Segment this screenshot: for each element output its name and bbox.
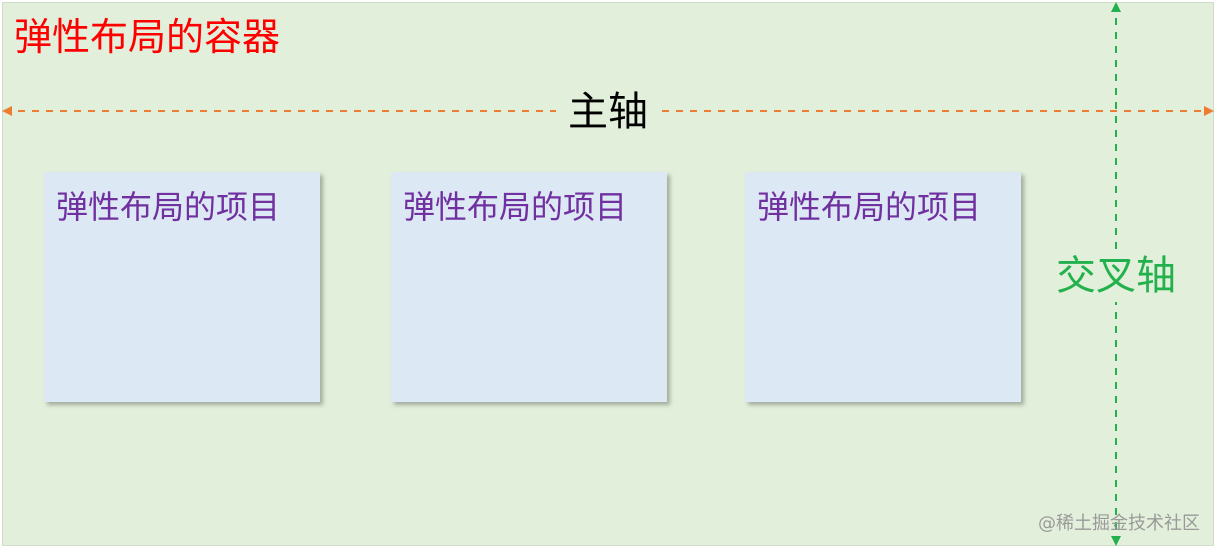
container-title: 弹性布局的容器 [14, 15, 281, 59]
cross-axis-label: 交叉轴 [1046, 250, 1186, 302]
watermark: @稀土掘金技术社区 [1038, 513, 1200, 534]
flex-item-3: 弹性布局的项目 [745, 172, 1021, 402]
flex-item-1: 弹性布局的项目 [44, 172, 320, 402]
flex-item-label: 弹性布局的项目 [757, 188, 982, 226]
flex-item-label: 弹性布局的项目 [403, 188, 628, 226]
flex-item-label: 弹性布局的项目 [56, 188, 281, 226]
flex-item-2: 弹性布局的项目 [391, 172, 667, 402]
main-axis-label: 主轴 [556, 86, 660, 138]
